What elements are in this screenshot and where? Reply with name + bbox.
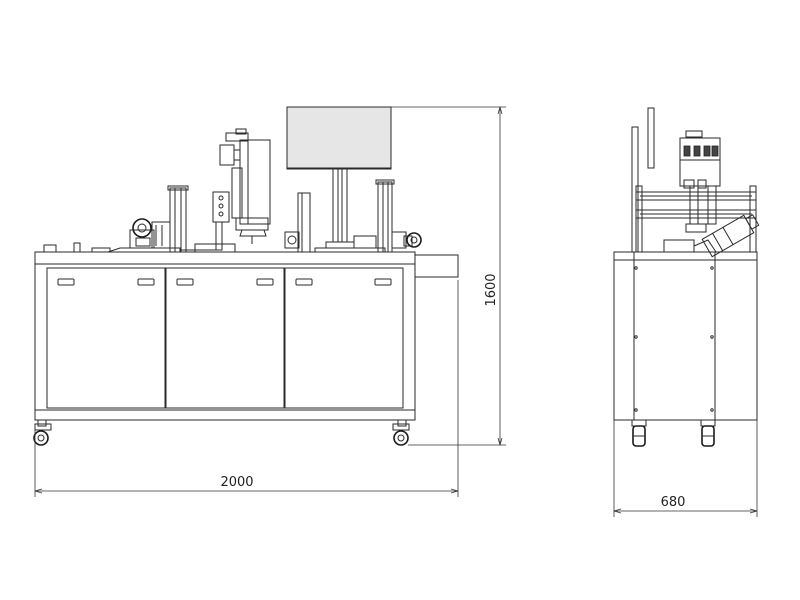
side-caster-right [700, 419, 716, 447]
door-handle [176, 278, 194, 286]
door-handle [374, 278, 392, 286]
left-motor-assembly [129, 218, 171, 249]
height-dimension: 1600 [391, 106, 506, 446]
laser-head-unit [212, 128, 271, 251]
cabinet-door-left [46, 267, 166, 409]
front-width-dimension: 2000 [34, 280, 459, 497]
right-motor-assembly [391, 231, 422, 249]
cabinet-door-middle [165, 267, 285, 409]
door-handle [256, 278, 274, 286]
front-view [33, 106, 459, 446]
side-laser-head [679, 130, 721, 233]
side-cabinet [613, 251, 758, 421]
left-guide-post [167, 185, 189, 253]
front-width-label: 2000 [220, 475, 253, 490]
side-angled-motor [663, 214, 760, 258]
door-handle [57, 278, 75, 286]
display-monitor [286, 106, 392, 249]
cabinet-door-right [284, 267, 404, 409]
height-label: 1600 [484, 273, 499, 306]
door-handle [137, 278, 155, 286]
side-width-dimension: 680 [613, 420, 758, 517]
door-handle [295, 278, 313, 286]
side-view [613, 107, 760, 447]
front-caster-left [33, 423, 52, 446]
side-width-label: 680 [661, 495, 686, 510]
front-caster-right [392, 423, 410, 446]
side-frame [631, 107, 757, 253]
right-guide-post [353, 179, 395, 253]
center-guide-post [284, 192, 311, 253]
front-cabinet [34, 251, 459, 427]
side-caster-left [631, 419, 647, 447]
